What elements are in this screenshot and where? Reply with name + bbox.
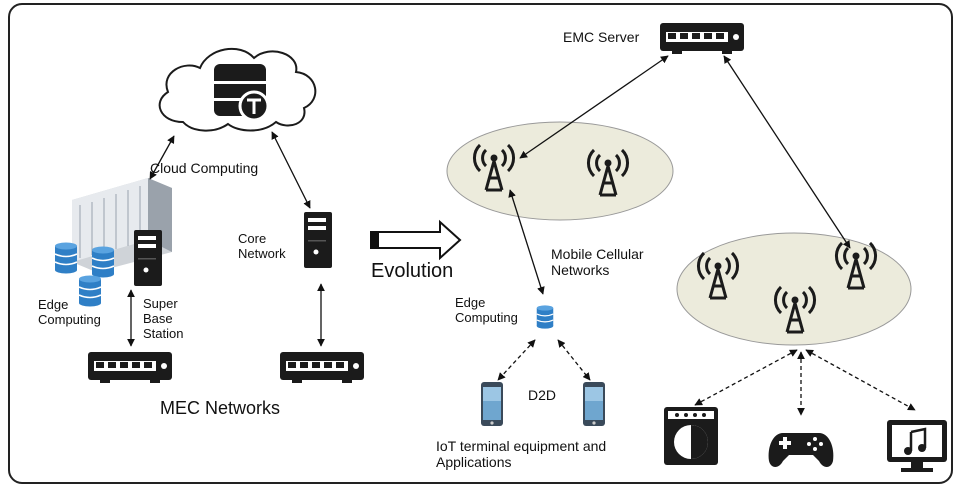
d2d-label: D2D bbox=[528, 387, 557, 403]
edge-computing-left-line1: Edge bbox=[38, 297, 69, 312]
emc-server-label: EMC Server bbox=[563, 29, 640, 45]
connection-arrows-right bbox=[508, 55, 851, 295]
mobile-cellular-line1: Mobile Cellular bbox=[551, 246, 644, 262]
iot-line1: IoT terminal equipment and bbox=[436, 438, 607, 454]
super-base-station-line3: Station bbox=[143, 325, 184, 341]
mec-networks-label: MEC Networks bbox=[160, 398, 281, 418]
iot-label: IoT terminal equipment and Applications bbox=[436, 438, 606, 470]
cloud-database-icon bbox=[158, 48, 317, 132]
core-network-line1: Core bbox=[238, 231, 267, 246]
tower-pc-icon bbox=[304, 212, 332, 268]
evolution-arrow-icon bbox=[370, 219, 462, 261]
mobile-cellular-label: Mobile Cellular Networks bbox=[551, 246, 644, 278]
gamepad-icon bbox=[768, 433, 834, 467]
cloud-computing-label: Cloud Computing bbox=[150, 160, 259, 176]
cellular-network-ellipse-top bbox=[446, 121, 674, 221]
iot-line2: Applications bbox=[436, 454, 512, 471]
edge-computing-left-label: Edge Computing bbox=[38, 297, 101, 328]
mobile-cellular-line2: Networks bbox=[551, 262, 610, 279]
music-monitor-icon bbox=[887, 420, 947, 472]
core-network-line2: Network bbox=[238, 245, 286, 261]
edge-computing-right-line1: Edge bbox=[455, 295, 486, 310]
super-base-station-line2: Base bbox=[143, 310, 173, 326]
speaker-icon bbox=[664, 407, 718, 465]
edge-computing-left-line2: Computing bbox=[38, 311, 101, 327]
connection-arrows-left bbox=[127, 131, 325, 347]
super-base-station-label: Super Base Station bbox=[143, 296, 184, 342]
edge-computing-right-line2: Computing bbox=[455, 309, 518, 325]
diagram-frame bbox=[8, 3, 953, 484]
tower-pc-icon bbox=[134, 230, 162, 286]
evolution-label: Evolution bbox=[371, 260, 454, 282]
super-base-station-line1: Super bbox=[143, 296, 178, 311]
core-network-label: Core Network bbox=[238, 231, 286, 262]
edge-computing-right-label: Edge Computing bbox=[455, 295, 518, 326]
database-icon bbox=[536, 304, 554, 330]
d2d-dashed-arrows bbox=[497, 339, 916, 416]
